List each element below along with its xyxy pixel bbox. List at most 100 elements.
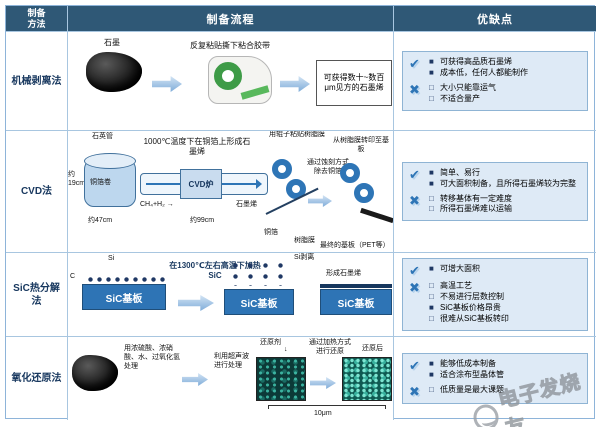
con-item: ■ SiC基板价格昂贵	[429, 303, 581, 314]
reductant-label: 还原剂	[260, 339, 281, 346]
pros-group: ✔ ■ 简单、易行 ■ 可大面积制备，且所得石墨烯较为完整	[409, 168, 581, 190]
cons-group: ✖ □ 大小只能靠运气 □ 不适合量产	[409, 83, 581, 105]
bullet-icon: □	[429, 93, 434, 103]
si-peel-label: Si剥离	[294, 254, 315, 261]
tape-step-label: 反复粘贴撕下粘合胶带	[190, 41, 270, 50]
scale-bar	[268, 405, 386, 409]
con-text: SiC基板价格昂贵	[440, 303, 501, 312]
pro-item: ■ 可增大面积	[429, 264, 581, 275]
graphite-image	[86, 52, 142, 92]
arrow-right-icon	[308, 195, 332, 207]
tube-dim-label: 约99cm	[190, 217, 215, 224]
pros-list: ■ 能够低成本制备 ■ 适合涂布型晶体管	[429, 359, 581, 381]
pro-item: ■ 简单、易行	[429, 168, 581, 179]
pros-cons-cvd: ✔ ■ 简单、易行 ■ 可大面积制备，且所得石墨烯较为完整 ✖ □	[394, 131, 596, 253]
bullet-icon: ■	[429, 370, 434, 379]
pro-item: ■ 可获得高品质石墨烯	[429, 57, 581, 68]
pro-text: 可增大面积	[440, 264, 480, 274]
sic-substrate-box: SiC基板	[82, 284, 166, 310]
roller-icon	[286, 179, 306, 199]
scale-label: 10μm	[314, 410, 332, 417]
con-text: 低质量是最大课题	[440, 384, 504, 394]
flow-cvd: 石英管 约19cm 铜箔卷 约47cm 1000℃温度下在铜箔上形成石墨烯 CV…	[68, 131, 394, 253]
pro-item: ■ 成本低，任何人都能制作	[429, 68, 581, 79]
header-method: 制备方法	[6, 6, 68, 32]
con-text: 转移基体有一定难度	[440, 193, 512, 203]
method-cvd: CVD法	[6, 131, 68, 253]
pro-item: ■ 适合涂布型晶体管	[429, 370, 581, 381]
graphite-image	[72, 355, 118, 391]
header-process: 制备流程	[68, 6, 394, 32]
cross-icon: ✖	[409, 280, 420, 296]
copper-roll-image	[84, 153, 136, 207]
pro-text: 可大面积制备，且所得石墨烯较为完整	[440, 178, 576, 188]
con-item: □ 不适合量产	[429, 94, 581, 105]
pros-list: ■ 可获得高品质石墨烯 ■ 成本低，任何人都能制作	[429, 57, 581, 79]
etch-step-label: 通过蚀刻方式除去铜箔	[307, 159, 349, 175]
arrow-right-icon	[182, 373, 208, 386]
furnace-step-label: 1000℃温度下在铜箔上形成石墨烯	[143, 137, 251, 156]
bullet-icon: □	[429, 313, 434, 323]
gas-label: CH₄+H₂ →	[140, 201, 174, 208]
down-arrow-icon: ↓	[284, 346, 288, 353]
arrow-right-icon	[310, 377, 336, 389]
method-sic: SiC热分解法	[6, 253, 68, 337]
bullet-icon: □	[429, 384, 434, 394]
acid-step-label: 用浓硫酸、浓硝酸、水、过氧化氢处理	[124, 345, 180, 370]
tape-dispenser-image	[208, 56, 272, 104]
arrow-right-icon	[152, 76, 182, 92]
con-item: □ 低质量是最大课题	[429, 385, 581, 396]
bullet-icon: ■	[429, 68, 434, 78]
bullet-icon: ■	[429, 167, 434, 177]
quartz-tube-label: 石英管	[92, 133, 113, 140]
cvd-furnace-label: CVD炉	[188, 179, 214, 189]
si-label: Si	[108, 255, 115, 262]
heat-step-label: 在1300℃左右高温下加热SiC	[169, 261, 261, 280]
roller-icon	[354, 183, 374, 203]
graphene-label: 石墨烯	[236, 201, 257, 208]
check-icon: ✔	[409, 166, 420, 182]
flow-redox: 用浓硫酸、浓硝酸、水、过氧化氢处理 利用超声波进行处理 还原剂 ↓ 通过加热方式…	[68, 337, 394, 420]
check-icon: ✔	[409, 358, 420, 374]
pros-cons-sic: ✔ ■ 可增大面积 ✖ □ 高温工艺 □ 不易进	[394, 253, 596, 337]
method-label: SiC热分解法	[13, 282, 60, 307]
cons-list: □ 低质量是最大课题	[429, 385, 581, 396]
sic-substrate-label: SiC基板	[105, 293, 143, 305]
cons-list: □ 高温工艺 □ 不易进行层数控制 ■ SiC基板价格昂贵 □ 很难从SiC基板…	[429, 281, 581, 324]
sic-substrate-box: SiC基板	[320, 289, 392, 315]
method-label: CVD法	[20, 186, 53, 197]
cons-list: □ 大小只能靠运气 □ 不适合量产	[429, 83, 581, 105]
copper-label: 铜箔	[264, 229, 278, 236]
graphene-layer	[320, 284, 392, 288]
pros-group: ✔ ■ 可增大面积	[409, 264, 581, 277]
cons-group: ✖ □ 转移基体有一定难度 □ 所得石墨烯难以运输	[409, 194, 581, 216]
arrow-right-icon	[280, 76, 310, 92]
graphene-methods-table: 制备方法 制备流程 优缺点 机械剥离法 石墨 反复粘贴撕下粘合胶带 可获得数十~…	[5, 5, 596, 420]
con-item: □ 很难从SiC基板转印	[429, 314, 581, 325]
pro-item: ■ 能够低成本制备	[429, 359, 581, 370]
bullet-icon: ■	[429, 359, 434, 369]
oxide-micrograph	[256, 357, 306, 401]
con-text: 不适合量产	[440, 93, 480, 103]
con-item: □ 转移基体有一定难度	[429, 194, 581, 205]
con-text: 很难从SiC基板转印	[440, 313, 509, 323]
con-item: □ 大小只能靠运气	[429, 83, 581, 94]
flow-mechanical: 石墨 反复粘贴撕下粘合胶带 可获得数十~数百μm见方的石墨烯	[68, 32, 394, 131]
si-detach-atoms	[226, 258, 290, 286]
bullet-icon: ■	[429, 57, 434, 67]
pro-text: 简单、易行	[440, 167, 480, 177]
con-text: 高温工艺	[440, 281, 472, 291]
pros-cons-panel: ✔ ■ 能够低成本制备 ■ 适合涂布型晶体管 ✖ □	[402, 353, 588, 404]
bullet-icon: □	[429, 292, 434, 302]
bullet-icon: ■	[429, 303, 434, 312]
method-label: 氧化还原法	[11, 373, 62, 384]
con-item: □ 不易进行层数控制	[429, 292, 581, 303]
pros-list: ■ 简单、易行 ■ 可大面积制备，且所得石墨烯较为完整	[429, 168, 581, 190]
height-dim-label: 约19cm	[68, 171, 86, 187]
cons-group: ✖ □ 低质量是最大课题	[409, 385, 581, 398]
sic-substrate-label: SiC基板	[240, 298, 278, 310]
cons-list: □ 转移基体有一定难度 □ 所得石墨烯难以运输	[429, 194, 581, 216]
bullet-icon: □	[429, 83, 434, 92]
pro-text: 适合涂布型晶体管	[440, 370, 504, 379]
bullet-icon: ■	[429, 264, 434, 274]
